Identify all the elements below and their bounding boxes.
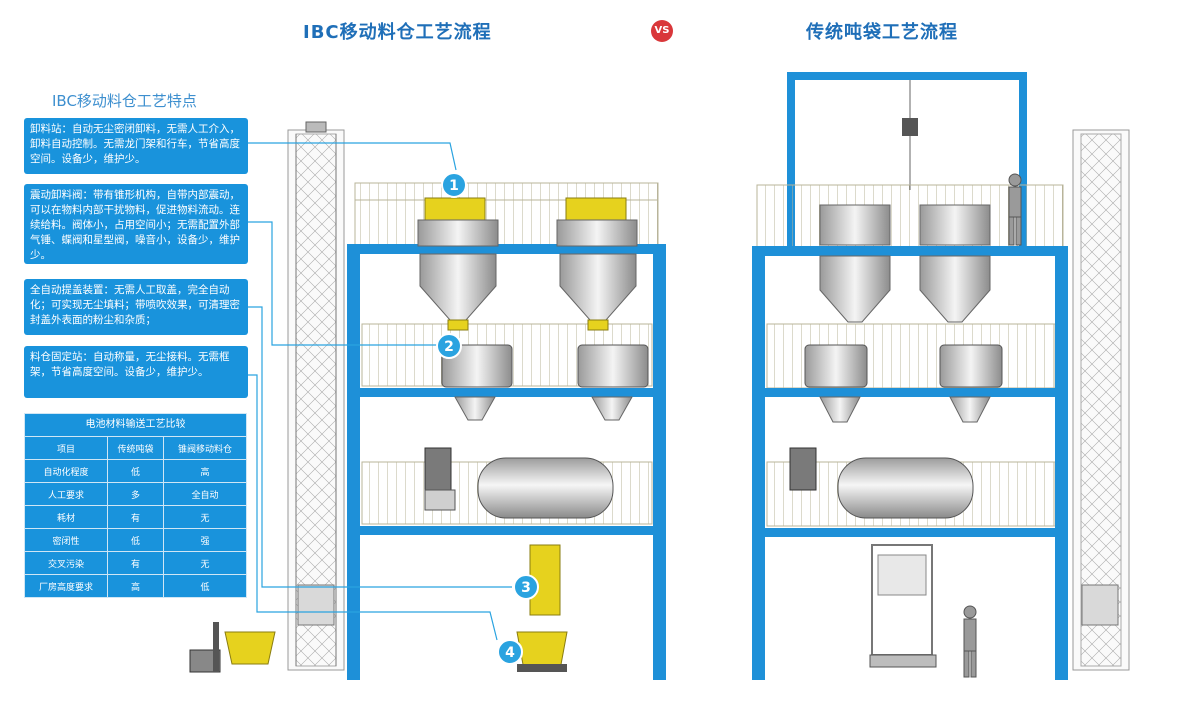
svg-text:1: 1 <box>449 178 459 194</box>
left-blue-frame <box>347 244 666 680</box>
features-title: IBC移动料仓工艺特点 <box>52 92 197 110</box>
table-cell: 自动化程度 <box>23 459 109 483</box>
table-cell: 密闭性 <box>23 528 109 552</box>
ibc-hoppers <box>419 253 637 331</box>
table-cell: 多 <box>107 482 164 506</box>
svg-text:4: 4 <box>505 645 515 661</box>
table-cell: 高 <box>107 574 164 598</box>
feature-box-fixed-station: 料仓固定站：自动称量，无尘接料。无需框架，节省高度空间。设备少，维护少。 <box>24 346 248 398</box>
table-cell: 全自动 <box>162 482 248 506</box>
table-header: 锥阀移动料仓 <box>162 436 248 460</box>
feature-box-discharge-station: 卸料站：自动无尘密闭卸料，无需人工介入，卸料自动控制。无需龙门架和行车，节省高度… <box>24 118 248 174</box>
table-cell: 低 <box>107 528 164 552</box>
table-row: 交叉污染 有 无 <box>23 551 248 575</box>
marker-2: 2 <box>436 333 462 359</box>
marker-1: 1 <box>441 172 467 198</box>
table-cell: 厂房高度要求 <box>23 574 109 598</box>
table-row: 耗材 有 无 <box>23 505 248 529</box>
table-row: 密闭性 低 强 <box>23 528 248 552</box>
table-cell: 无 <box>162 505 248 529</box>
feature-box-vibration-valve: 震动卸料阀：带有锥形机构，自带内部震动，可以在物料内部干扰物料，促进物料流动。连… <box>24 184 248 264</box>
traditional-plant <box>752 72 1130 680</box>
svg-text:3: 3 <box>521 580 531 596</box>
table-header: 传统吨袋 <box>107 436 164 460</box>
marker-3: 3 <box>513 574 539 600</box>
table-cell: 高 <box>162 459 248 483</box>
table-header-row: 项目 传统吨袋 锥阀移动料仓 <box>23 436 248 460</box>
table-cell: 有 <box>107 505 164 529</box>
left-title: IBC移动料仓工艺流程 <box>303 22 492 43</box>
gantry-crane <box>787 72 1027 248</box>
worker-figure-top <box>1008 173 1022 246</box>
comparison-table: 电池材料输送工艺比较 项目 传统吨袋 锥阀移动料仓 自动化程度 低 高 人工要求… <box>23 413 248 598</box>
feature-box-lid-lifting: 全自动提盖装置：无需人工取盖，完全自动化；可实现无尘填料；带喷吹效果，可清理密封… <box>24 279 248 335</box>
table-header: 项目 <box>23 436 109 460</box>
svg-text:2: 2 <box>444 339 454 355</box>
leader-lines <box>248 142 512 641</box>
comparison-title: 电池材料输送工艺比较 <box>24 413 247 436</box>
table-cell: 耗材 <box>23 505 109 529</box>
table-row: 自动化程度 低 高 <box>23 459 248 483</box>
ibc-discharge-stations <box>417 197 638 247</box>
table-cell: 交叉污染 <box>23 551 109 575</box>
table-row: 厂房高度要求 高 低 <box>23 574 248 598</box>
table-cell: 有 <box>107 551 164 575</box>
worker-figure <box>963 605 977 678</box>
vs-badge: VS <box>651 20 673 42</box>
table-cell: 低 <box>162 574 248 598</box>
right-blue-frame <box>752 246 1068 680</box>
table-cell: 人工要求 <box>23 482 109 506</box>
ibc-plant <box>189 121 666 680</box>
table-row: 人工要求 多 全自动 <box>23 482 248 506</box>
marker-4: 4 <box>497 639 523 665</box>
table-cell: 强 <box>162 528 248 552</box>
table-cell: 无 <box>162 551 248 575</box>
left-elevator-tower <box>287 121 345 671</box>
right-title: 传统吨袋工艺流程 <box>806 22 958 43</box>
right-elevator-tower <box>1072 129 1130 671</box>
table-cell: 低 <box>107 459 164 483</box>
